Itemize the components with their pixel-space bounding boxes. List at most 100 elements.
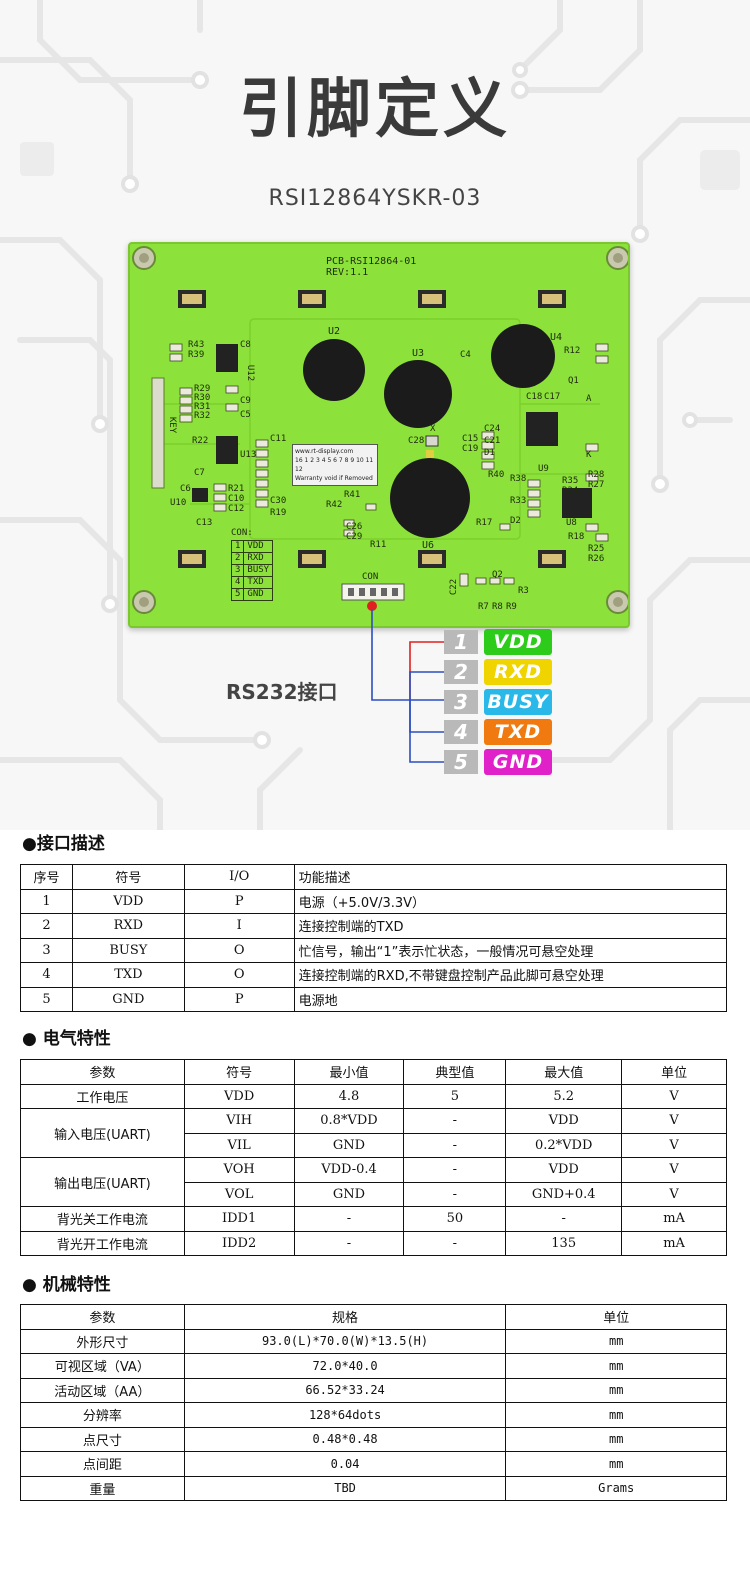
cell: 工作电压	[20, 1083, 185, 1109]
cell: 4.8	[293, 1083, 405, 1109]
table-row: 2 RXD I 连接控制端的TXD	[20, 913, 728, 939]
pin-row: 3 BUSY	[444, 689, 552, 715]
part-label: C21	[484, 436, 501, 446]
interface-section-title: ●接口描述	[22, 834, 105, 854]
cell: mm	[505, 1426, 727, 1452]
cell: IDD1	[183, 1206, 295, 1232]
part-label: C17	[544, 392, 561, 402]
electrical-section-title: ● 电气特性	[22, 1029, 111, 1049]
chip-label: U2	[328, 326, 341, 337]
table-header-row: 参数 符号 最小值 典型值 最大值 单位	[20, 1059, 727, 1085]
part-label: U9	[538, 464, 549, 474]
cell: 分辨率	[20, 1402, 185, 1428]
pin-row: 2 RXD	[444, 659, 552, 685]
cell: 点尺寸	[20, 1426, 185, 1452]
table-row: 可视区域（VA） 72.0*40.0 mm	[20, 1353, 727, 1379]
cell: 连接控制端的RXD,不带键盘控制产品此脚可悬空处理	[293, 962, 728, 988]
cell: mm	[505, 1353, 727, 1379]
part-label: R7	[478, 602, 489, 612]
cell: 电源地	[293, 986, 728, 1012]
part-label: C30	[270, 496, 287, 506]
pin-number: 4	[444, 720, 478, 744]
part-label: R18	[568, 532, 585, 542]
pin-number: 3	[444, 690, 478, 714]
cell: 输入电压(UART)	[20, 1108, 185, 1158]
cell: 135	[505, 1230, 623, 1256]
part-label: C10	[228, 494, 245, 504]
part-label: R22	[192, 436, 209, 446]
header-cell: 典型值	[403, 1059, 507, 1085]
part-label: R43	[188, 340, 205, 350]
part-label: R27	[588, 480, 605, 490]
cell: GND+0.4	[505, 1181, 623, 1207]
part-label: R21	[228, 484, 245, 494]
table-row: 1 VDD P 电源（+5.0V/3.3V）	[20, 888, 728, 914]
part-label: C19	[462, 444, 479, 454]
cell: TBD	[183, 1475, 507, 1501]
table-row: 4 TXD O 连接控制端的RXD,不带键盘控制产品此脚可悬空处理	[20, 962, 728, 988]
cell: O	[183, 962, 295, 988]
part-label: R8	[492, 602, 503, 612]
part-label: C24	[484, 424, 501, 434]
cell: 128*64dots	[183, 1402, 507, 1428]
cell: RXD	[71, 913, 185, 939]
cell: 背光关工作电流	[20, 1206, 185, 1232]
cell: mm	[505, 1402, 727, 1428]
chip-label: U4	[550, 332, 563, 343]
cell: O	[183, 937, 295, 963]
cell: 3	[20, 937, 73, 963]
part-label: R31	[194, 402, 211, 412]
pin-name-tag: VDD	[484, 629, 552, 655]
part-label: R19	[270, 508, 287, 518]
cell: P	[183, 986, 295, 1012]
table-row: 分辨率 128*64dots mm	[20, 1402, 727, 1428]
table-row: 点尺寸 0.48*0.48 mm	[20, 1426, 727, 1452]
cell: -	[403, 1230, 507, 1256]
cell: 0.04	[183, 1451, 507, 1477]
cell: GND	[293, 1132, 405, 1158]
cell: IDD2	[183, 1230, 295, 1256]
cell: 重量	[20, 1475, 185, 1501]
part-label: R42	[326, 500, 343, 510]
pin-number: 5	[444, 750, 478, 774]
cell: mA	[621, 1230, 727, 1256]
mechanical-section-title: ● 机械特性	[22, 1275, 111, 1295]
cell: VIH	[183, 1108, 295, 1134]
hero-section: 引脚定义 RSI12864YSKR-03	[0, 0, 750, 830]
table-row: 背光关工作电流 IDD1 - 50 - mA	[20, 1206, 727, 1232]
pin-name-tag: GND	[484, 749, 552, 775]
cell: VDD	[183, 1083, 295, 1109]
warranty-text: Warranty void if Removed	[295, 475, 373, 482]
part-label: R29	[194, 384, 211, 394]
table-row: 输入电压(UART) VIH 0.8*VDD - VDD V	[20, 1108, 727, 1158]
con-label: CON	[362, 572, 379, 582]
cell: 活动区域（AA）	[20, 1377, 185, 1403]
part-label: R41	[344, 490, 361, 500]
cell: BUSY	[71, 937, 185, 963]
part-label: A	[586, 394, 592, 404]
part-label: R17	[476, 518, 493, 528]
header-cell: 序号	[20, 864, 73, 890]
cell: 输出电压(UART)	[20, 1157, 185, 1207]
cell: 0.2*VDD	[505, 1132, 623, 1158]
cell: VOL	[183, 1181, 295, 1207]
part-label: C8	[240, 340, 251, 350]
cell: P	[183, 888, 295, 914]
pin-name-tag: BUSY	[484, 689, 552, 715]
cell: 点间距	[20, 1451, 185, 1477]
cell: 外形尺寸	[20, 1328, 185, 1354]
cell: 0.8*VDD	[293, 1108, 405, 1134]
header-cell: 符号	[71, 864, 185, 890]
cell: 连接控制端的TXD	[293, 913, 728, 939]
con-pin-num: 1	[230, 540, 245, 553]
cell: 背光开工作电流	[20, 1230, 185, 1256]
cell: 66.52*33.24	[183, 1377, 507, 1403]
part-label: C12	[228, 504, 245, 514]
pin-row: 4 TXD	[444, 719, 552, 745]
part-label: R35	[562, 476, 579, 486]
table-row: 活动区域（AA） 66.52*33.24 mm	[20, 1377, 727, 1403]
header-cell: 规格	[183, 1304, 507, 1330]
cell: 5	[403, 1083, 507, 1109]
table-header-row: 序号 符号 I/O 功能描述	[20, 864, 728, 890]
